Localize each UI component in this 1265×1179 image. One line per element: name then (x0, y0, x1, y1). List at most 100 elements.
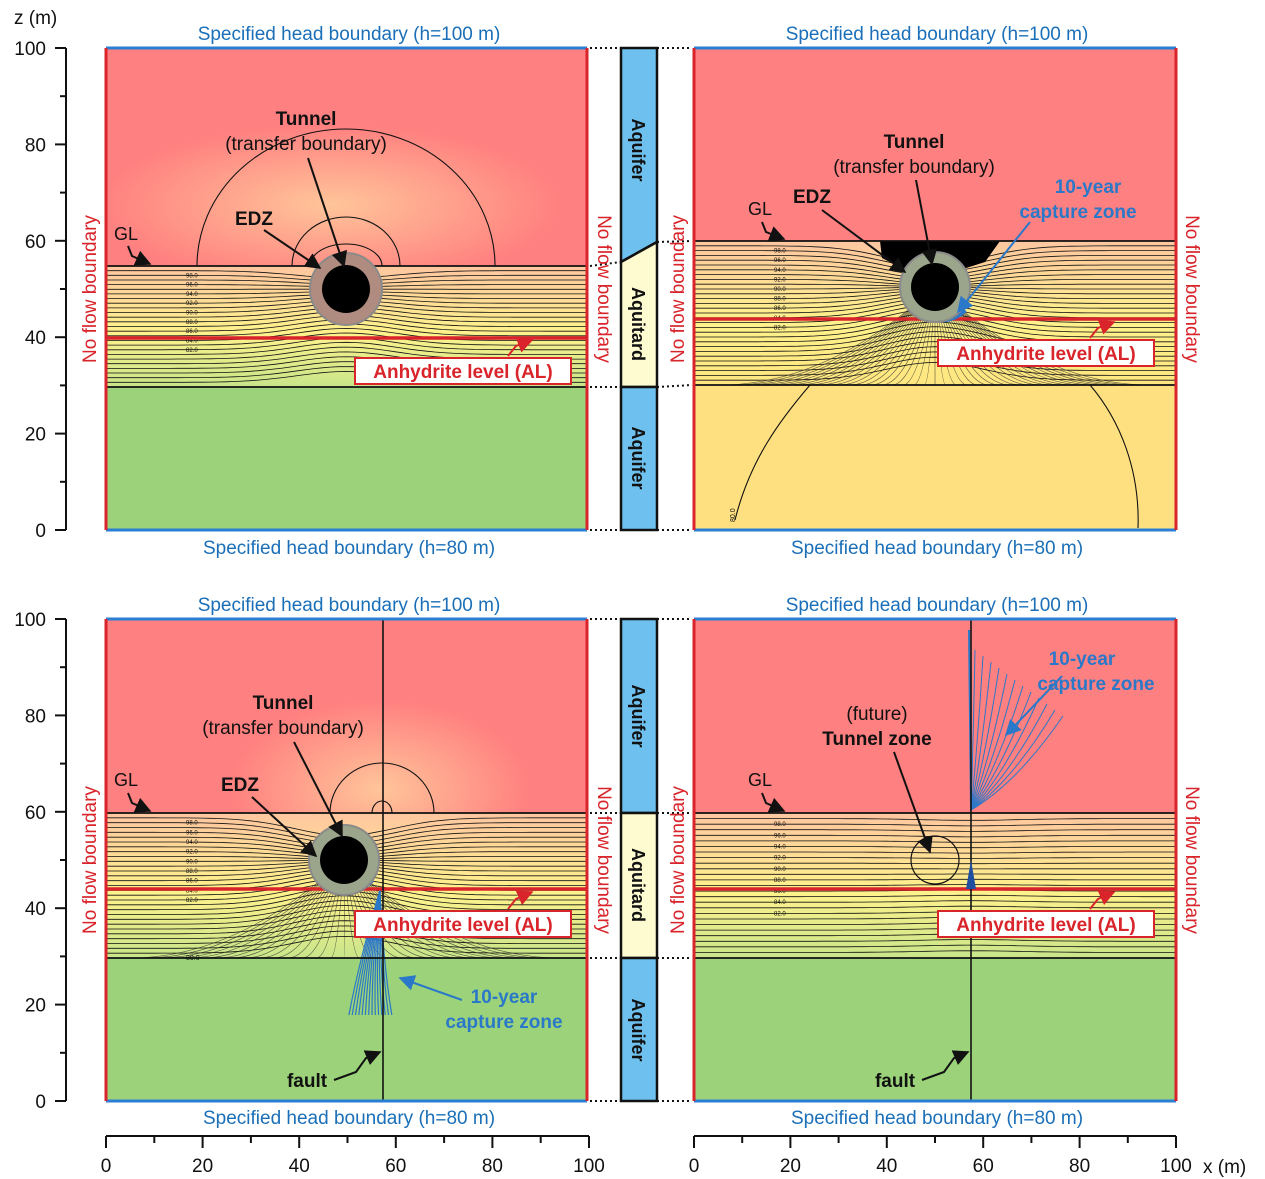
capture-path (970, 667, 1000, 811)
contour-label: 86.0 (186, 329, 198, 335)
anhydrite-label: Anhydrite level (AL) (956, 344, 1135, 365)
head-contour (694, 840, 1176, 843)
capture-zone-label-1: 10-year (471, 987, 538, 1008)
no-flow-left: No flow boundary (668, 786, 689, 934)
x-tick-label: 100 (1160, 1156, 1192, 1177)
contour-label: 90.0 (774, 867, 786, 873)
contour-label: 96.0 (774, 833, 786, 839)
panel-bottom-left: 98.096.094.092.090.088.086.084.082.0 Spe… (80, 595, 614, 1129)
head-contour (694, 939, 1176, 942)
x-tick-label: 80 (1069, 1156, 1090, 1177)
boundary-bottom-label: Specified head boundary (h=80 m) (791, 538, 1083, 559)
contour-label: 94.0 (774, 268, 786, 274)
capture-zone-label-2: capture zone (445, 1012, 562, 1033)
contour-label: 88.0 (186, 869, 198, 875)
contour-label: 92.0 (186, 301, 198, 307)
head-contour (694, 950, 1176, 953)
contour-label: 98.0 (774, 249, 786, 255)
head-contour (694, 884, 1176, 886)
contour-label: 82.0 (774, 911, 786, 917)
anhydrite-box (354, 357, 572, 385)
boundary-top-label: Specified head boundary (h=100 m) (198, 595, 501, 616)
tunnel-circle (320, 836, 368, 884)
boundary-top-label: Specified head boundary (h=100 m) (198, 24, 501, 45)
contour-label: 92.0 (186, 850, 198, 856)
z-tick-label: 80 (25, 706, 46, 727)
capture-zone-paths (348, 889, 393, 1016)
contour-label: 80.0 (186, 955, 200, 962)
capture-path (970, 655, 984, 811)
head-contour (106, 930, 587, 949)
head-contour (106, 332, 587, 346)
gl-label: GL (748, 199, 772, 219)
capture-path (379, 889, 393, 1016)
no-flow-left: No flow boundary (80, 215, 101, 363)
contour-label: 96.0 (186, 283, 198, 289)
head-contour (106, 341, 587, 355)
aquitard-label-bottom: Aquitard (628, 848, 648, 922)
edz-label: EDZ (793, 187, 831, 208)
z-tick-label: 60 (25, 232, 46, 253)
contour-label: 92.0 (774, 856, 786, 862)
contour-label: 84.0 (186, 338, 198, 344)
z-tick-label: 100 (14, 610, 46, 631)
capture-path (970, 673, 1008, 811)
contour-label: 82.0 (186, 348, 198, 354)
no-flow-right: No flow boundary (1181, 786, 1202, 934)
capture-path (970, 697, 1040, 811)
z-tick-label: 80 (25, 135, 46, 156)
transfer-boundary-label: (transfer boundary) (225, 134, 387, 155)
anhydrite-label: Anhydrite level (AL) (956, 915, 1135, 936)
z-tick-label: 20 (25, 425, 46, 446)
tunnel-circle (911, 263, 959, 311)
contour-label: 98.0 (186, 821, 198, 827)
aquifer-label-top-lower: Aquifer (628, 427, 648, 490)
tunnel-label: Tunnel (276, 109, 337, 130)
aquifer-label-bottom-lower: Aquifer (628, 999, 648, 1062)
contour-label: 90.0 (186, 311, 198, 317)
contour-label: 88.0 (186, 320, 198, 326)
contour-label: 82.0 (774, 325, 786, 331)
tunnel-circle (322, 265, 370, 313)
contour-label: 88.0 (774, 297, 786, 303)
x-tick-label: 60 (385, 1156, 406, 1177)
head-contour (694, 818, 1176, 821)
head-contour (694, 846, 1176, 849)
x-axis-label: x (m) (1203, 1157, 1246, 1178)
tunnel-label: Tunnel (253, 693, 314, 714)
boundary-top-label: Specified head boundary (h=100 m) (786, 595, 1089, 616)
z-tick-label: 0 (35, 521, 46, 542)
anhydrite-label: Anhydrite level (AL) (373, 362, 552, 383)
panel-top-right: 98.096.094.092.090.088.086.084.082.0 Spe… (668, 24, 1202, 559)
transfer-boundary-label: (transfer boundary) (202, 718, 364, 739)
future-tunnel-zone (910, 835, 960, 885)
contour-label: 98.0 (186, 273, 198, 279)
contour-label: 94.0 (186, 292, 198, 298)
fault-label: fault (287, 1071, 328, 1092)
layer-column-top: Aquifer Aquitard Aquifer (619, 46, 659, 532)
contour-label: 96.0 (774, 258, 786, 264)
anhydrite-box (937, 910, 1155, 938)
x-tick-label: 80 (482, 1156, 503, 1177)
dotted-connectors (589, 47, 693, 1102)
head-contour (694, 944, 1176, 948)
contour-label: 88.0 (774, 878, 786, 884)
no-flow-right: No flow boundary (593, 215, 614, 363)
x-tick-label: 40 (876, 1156, 897, 1177)
boundary-bottom-label: Specified head boundary (h=80 m) (203, 1108, 495, 1129)
fault-label: fault (875, 1071, 916, 1092)
z-tick-label: 20 (25, 996, 46, 1017)
z-axis-label: z (m) (14, 8, 57, 29)
head-contour (106, 328, 587, 341)
contour-label: 94.0 (774, 844, 786, 850)
capture-path (970, 679, 1016, 811)
contour-label: 98.0 (774, 822, 786, 828)
x-tick-label: 20 (780, 1156, 801, 1177)
head-contour (694, 857, 1176, 859)
head-contour (694, 894, 1176, 898)
contour-label: 94.0 (186, 840, 198, 846)
head-contour (694, 905, 1176, 909)
head-contour (694, 829, 1176, 832)
